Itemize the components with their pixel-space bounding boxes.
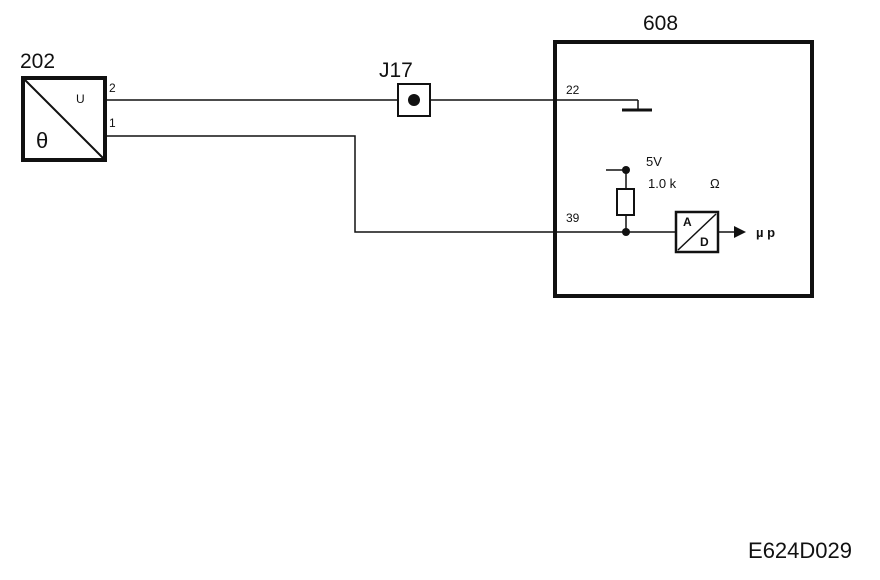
signal-node — [622, 228, 630, 236]
microprocessor-label: µ p — [756, 225, 775, 240]
sensor-pin-1-label: 1 — [109, 116, 116, 130]
ecu-pin-22-label: 22 — [566, 83, 580, 97]
resistor-unit-label: Ω — [710, 176, 720, 191]
connector-j17: J17 — [379, 59, 431, 117]
wires — [105, 99, 676, 233]
ecu-608: 608 22 39 5V 1.0 k Ω A D µ p — [553, 12, 814, 298]
ecu-id-label: 608 — [643, 12, 678, 35]
sensor-u-symbol: U — [76, 92, 85, 106]
ad-converter-d-label: D — [700, 235, 709, 249]
connector-pin-dot — [408, 94, 420, 106]
ecu-box — [553, 40, 814, 298]
pullup-resistor — [616, 188, 635, 216]
ecu-pin-39-label: 39 — [566, 211, 580, 225]
drawing-reference: E624D029 — [748, 538, 852, 563]
wire-pin1-to-signal — [105, 135, 676, 233]
supply-voltage-label: 5V — [646, 154, 662, 169]
ad-converter-a-label: A — [683, 215, 692, 229]
connector-id-label: J17 — [379, 59, 413, 82]
sensor-202: 202 θ U 2 1 — [20, 50, 116, 162]
sensor-id-label: 202 — [20, 50, 55, 73]
sensor-diagonal — [24, 79, 104, 159]
sensor-pin-2-label: 2 — [109, 81, 116, 95]
sensor-theta-symbol: θ — [36, 128, 48, 153]
ad-output-arrow — [734, 226, 746, 238]
ad-converter-diagonal — [677, 213, 717, 251]
sensor-box — [21, 76, 107, 162]
resistor-value-label: 1.0 k — [648, 176, 677, 191]
